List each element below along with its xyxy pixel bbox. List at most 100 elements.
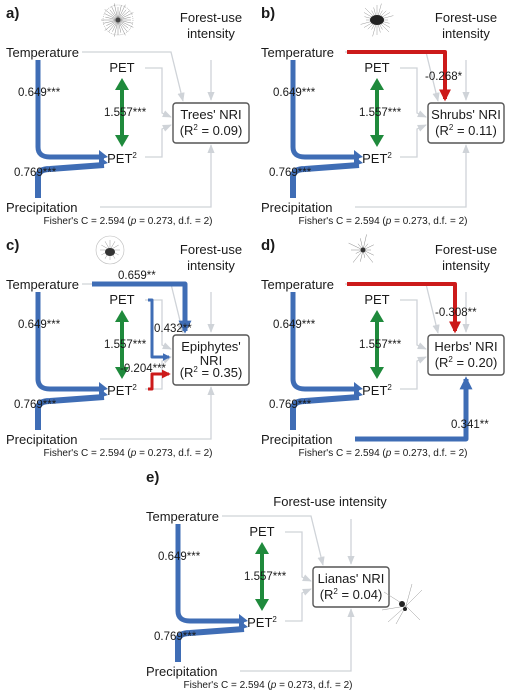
ns-path <box>82 51 185 102</box>
coef-temperature-pet2: 0.649*** <box>18 87 61 99</box>
shrub-icon <box>360 3 394 37</box>
coef-precipitation-response: 0.341** <box>451 419 489 431</box>
forest-use-intensity-label: Forest-use <box>180 242 242 257</box>
path-temperature-response <box>347 50 451 102</box>
arrowhead <box>354 150 363 160</box>
path-precipitation-pet2 <box>290 394 360 430</box>
arrowhead <box>370 78 384 90</box>
arrowhead <box>255 542 269 554</box>
arrowhead <box>115 310 129 322</box>
path-temperature-pet2 <box>175 524 244 624</box>
fisher-statistic: Fisher's C = 2.594 (p = 0.273, d.f. = 2) <box>44 216 213 227</box>
arrowhead <box>354 382 363 392</box>
coef-pet-pet2: 1.557*** <box>244 571 287 583</box>
coef-pet-response: 0.432** <box>154 323 192 335</box>
pet-node: PET <box>364 60 389 75</box>
response-name: Herbs' NRI <box>434 339 497 354</box>
arrowhead <box>115 367 129 379</box>
forest-use-intensity-label: intensity <box>187 258 235 273</box>
fisher-statistic: Fisher's C = 2.594 (p = 0.273, d.f. = 2) <box>299 216 468 227</box>
path-temperature-response <box>347 282 461 334</box>
ns-path <box>400 124 427 158</box>
ns-path <box>400 67 427 118</box>
sem-panel-a: a)Forest-useintensityTemperaturePETPET2P… <box>6 3 250 227</box>
coef-precipitation-pet2: 0.769*** <box>14 399 57 411</box>
arrowhead <box>354 388 363 398</box>
coef-temperature-response: 0.659** <box>118 270 156 282</box>
ns-path <box>400 299 427 350</box>
coef-pet-pet2: 1.557*** <box>104 339 147 351</box>
temperature-node: Temperature <box>146 509 219 524</box>
coef-temperature-pet2: 0.649*** <box>158 551 201 563</box>
path-temperature-response <box>92 281 192 334</box>
arrowhead <box>239 620 248 630</box>
sem-panel-d: d)Forest-useintensityTemperaturePETPET2P… <box>261 234 505 459</box>
path-precipitation-pet2 <box>35 394 105 430</box>
sem-panel-b: b)Forest-useintensityTemperaturePETPET2P… <box>261 3 505 227</box>
response-box <box>172 102 250 144</box>
forest-use-intensity-label: Forest-use <box>435 10 497 25</box>
coef-temperature-pet2: 0.649*** <box>273 319 316 331</box>
path-precipitation-pet2 <box>35 162 105 198</box>
r-squared: (R2 = 0.04) <box>320 587 383 602</box>
r-squared: (R2 = 0.09) <box>180 123 243 138</box>
path-pet-response <box>148 298 171 361</box>
pet-squared-node: PET2 <box>247 615 277 630</box>
arrowhead <box>354 156 363 166</box>
forest-use-intensity-label: Forest-use <box>435 242 497 257</box>
pet-node: PET <box>249 524 274 539</box>
coef-precipitation-pet2: 0.769*** <box>269 399 312 411</box>
path-temperature-pet2 <box>290 292 359 392</box>
coef-temperature-pet2: 0.649*** <box>18 319 61 331</box>
path-precipitation-pet2 <box>175 626 245 662</box>
response-name: Epiphytes' <box>181 339 241 354</box>
response-name: Shrubs' NRI <box>431 107 501 122</box>
panel-label: c) <box>6 237 19 254</box>
coef-pet2-response: -0.204*** <box>120 363 167 375</box>
coef-pet-pet2: 1.557*** <box>104 107 147 119</box>
r-squared: (R2 = 0.20) <box>435 355 498 370</box>
path-temperature-pet2 <box>35 292 104 392</box>
sem-panel-c: c)Forest-useintensityTemperaturePETPET2P… <box>6 235 250 459</box>
panel-label: b) <box>261 5 275 22</box>
arrowhead <box>99 388 108 398</box>
arrowhead <box>370 135 384 147</box>
ns-path <box>100 144 215 208</box>
fisher-statistic: Fisher's C = 2.594 (p = 0.273, d.f. = 2) <box>184 680 353 691</box>
path-precipitation-response <box>355 376 473 442</box>
coef-precipitation-pet2: 0.769*** <box>14 167 57 179</box>
ns-path <box>145 124 172 158</box>
liana-icon <box>381 583 423 625</box>
pet-squared-node: PET2 <box>107 383 137 398</box>
temperature-node: Temperature <box>6 277 79 292</box>
temperature-node: Temperature <box>261 45 334 60</box>
ns-path <box>345 283 440 334</box>
forest-use-intensity-label: intensity <box>187 26 235 41</box>
coef-precipitation-pet2: 0.769*** <box>154 631 197 643</box>
precipitation-node: Precipitation <box>261 432 333 447</box>
ns-path <box>400 356 427 390</box>
response-name: Lianas' NRI <box>318 571 385 586</box>
ns-path <box>145 67 172 118</box>
arrowhead <box>115 78 129 90</box>
coef-pet-pet2: 1.557*** <box>359 107 402 119</box>
coef-temperature-response: -0.268* <box>425 71 463 83</box>
r-squared: (R2 = 0.35) <box>180 365 243 380</box>
forest-use-intensity-label: Forest-use intensity <box>273 494 387 509</box>
arrowhead <box>115 135 129 147</box>
forest-use-intensity-label: intensity <box>442 26 490 41</box>
response-box <box>427 102 505 144</box>
ns-path <box>100 386 215 440</box>
arrowhead <box>255 599 269 611</box>
temperature-node: Temperature <box>261 277 334 292</box>
fisher-statistic: Fisher's C = 2.594 (p = 0.273, d.f. = 2) <box>299 448 468 459</box>
panel-label: e) <box>146 469 159 486</box>
precipitation-node: Precipitation <box>6 200 78 215</box>
ns-path <box>285 531 312 582</box>
ns-path <box>285 588 312 622</box>
arrowhead <box>239 614 248 624</box>
r-squared: (R2 = 0.11) <box>435 123 497 138</box>
precipitation-node: Precipitation <box>6 432 78 447</box>
